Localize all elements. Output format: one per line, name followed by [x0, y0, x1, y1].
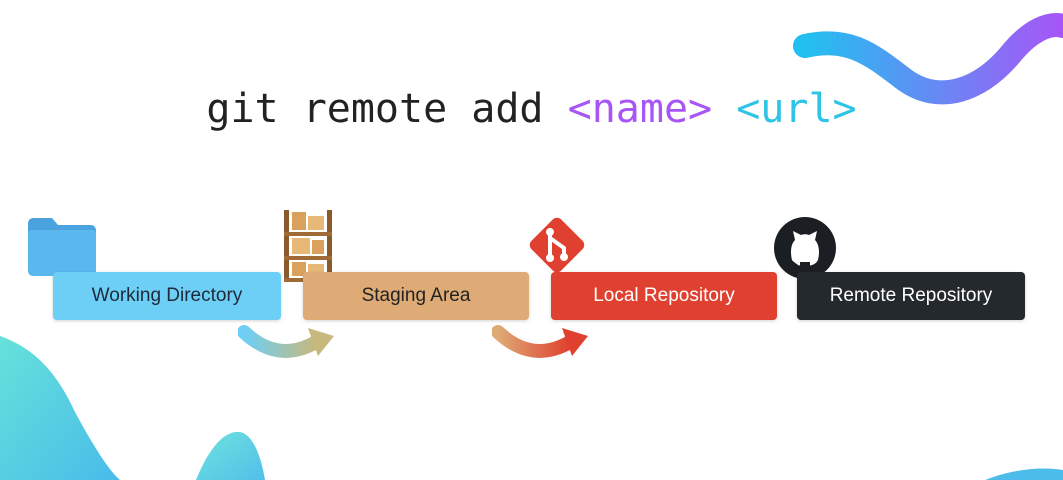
stage-local-repository: Local Repository: [551, 272, 777, 320]
git-icon: [529, 217, 585, 273]
stage-label: Staging Area: [361, 285, 471, 306]
command-line: git remote add <name> <url>: [0, 86, 1063, 132]
arrow-staging-to-local: [492, 325, 588, 358]
stage-label: Remote Repository: [829, 285, 993, 306]
stage-staging-area: Staging Area: [303, 272, 529, 320]
arrow-working-to-staging: [238, 325, 334, 358]
stage-remote-repository: Remote Repository: [797, 272, 1025, 320]
command-base: git remote add: [206, 86, 544, 132]
decorative-wave-bottom: [985, 468, 1063, 480]
command-name-arg: <name>: [567, 86, 713, 132]
stage-label: Local Repository: [593, 285, 735, 306]
decorative-wave: [793, 13, 1063, 105]
github-icon: [774, 217, 836, 280]
folder-icon: [28, 218, 96, 276]
stage-label: Working Directory: [91, 285, 243, 306]
decorative-blob-small: [196, 431, 265, 480]
stage-working-directory: Working Directory: [53, 272, 281, 320]
command-url-arg: <url>: [736, 86, 857, 132]
decorative-blob: [0, 336, 120, 480]
